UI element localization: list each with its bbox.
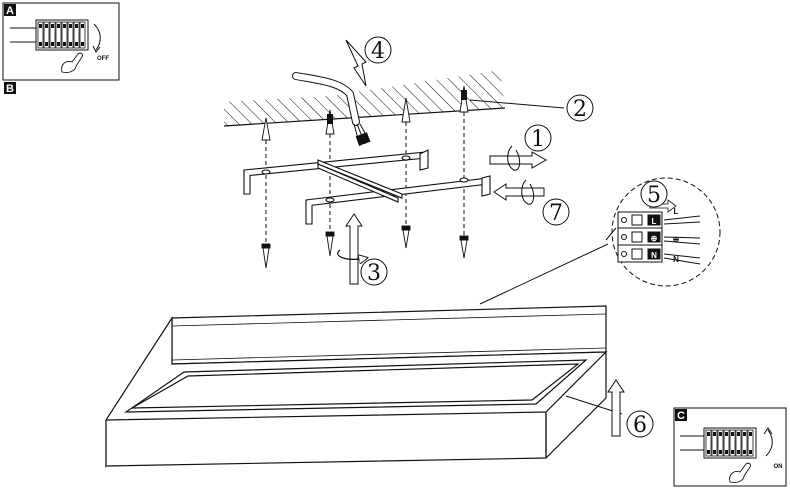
detail-leader-line [479,243,609,305]
panel-b-letter-box [4,82,16,94]
terminal-label-n: N [651,251,657,260]
terminal-label-earth: ⊕ [651,234,658,243]
breaker-bank-icon [680,427,757,459]
mounting-screws [261,225,469,269]
step-6-arrow-icon [607,379,625,437]
step-3-circle [360,258,388,286]
step-4-circle [364,36,392,64]
supply-wires [605,215,701,265]
screw-icon [325,231,335,257]
terminal-block [617,211,663,263]
panel-a-letter: A [6,5,14,17]
step-7-circle [542,198,570,226]
step-5-circle [640,180,668,208]
step-5-label: 5 [647,183,661,208]
step-3-label: 3 [367,261,381,286]
light-panel [105,305,608,469]
panel-a-switch-off: A OFF [2,2,120,81]
panel-a-off-label: OFF [97,56,109,62]
panel-a-letter-box [4,4,16,16]
terminal-detail: L ⊕ N L ⊕ N [479,177,721,305]
step-2-label: 2 [573,97,587,122]
screw-icon [401,225,411,249]
step-2-circle [566,94,594,122]
step-labels: 4 2 1 7 3 5 6 [360,36,668,438]
switch-up-arrow-icon [765,429,773,457]
mounting-bracket [243,149,491,225]
switch-down-arrow-icon [93,23,101,51]
step-3-arrow-icon [337,213,366,285]
step-6-label: 6 [633,413,647,438]
panel-c-on-label: ON [774,464,783,470]
step-6-circle [626,410,654,438]
panel-c-letter-box [675,409,687,421]
wire-insert-arrow-icon [649,199,677,213]
breaker-bank-icon [10,19,89,51]
ceiling-screw-heads [327,90,467,124]
step-2-leader-line [469,99,565,109]
panel-b-marker: B [4,82,16,95]
step-1-arrow-icon [489,145,548,171]
mains-cable [292,72,371,147]
step-7-arrow-icon [493,179,545,205]
step-7-label: 7 [549,201,563,226]
screw-icon [261,243,271,269]
wire-label-n: N [673,255,679,264]
hand-icon [61,52,83,73]
panel-c-switch-on: C ON [673,407,787,487]
panel-b-letter: B [6,83,14,95]
hand-icon [729,462,751,483]
step-1-label: 1 [531,127,545,152]
step-4-label: 4 [371,39,385,64]
ceiling [223,70,506,127]
wire-label-earth: ⊕ [673,235,680,244]
terminal-label-l: L [652,217,657,226]
step-1-circle [524,124,552,152]
step-4-arrow-icon [345,39,367,87]
alignment-lines [265,112,465,244]
panel-c-letter: C [677,410,685,422]
wire-label-l: L [674,207,679,216]
screw-icon [459,235,469,259]
